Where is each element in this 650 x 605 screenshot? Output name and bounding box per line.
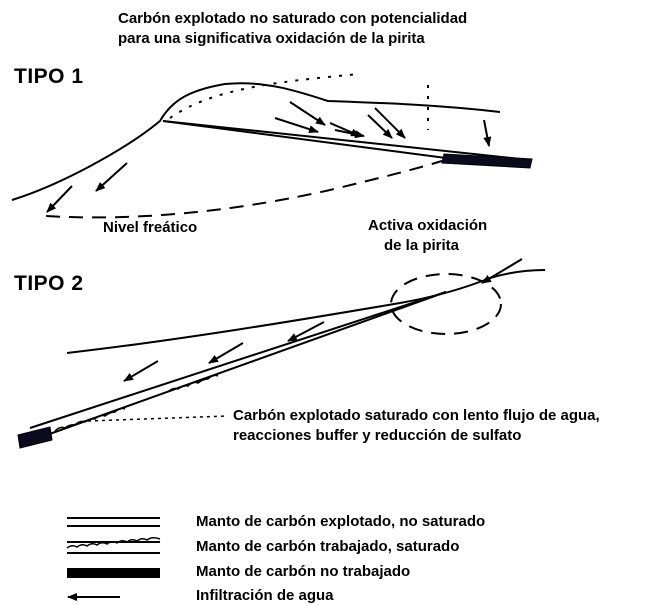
oxidation-label-line1: Activa oxidación — [368, 217, 488, 234]
type2-ground-surface — [66, 269, 546, 354]
type1-caption-line2: para una significativa oxidación de la p… — [118, 30, 425, 47]
legend-label-mined: Manto de carbón explotado, no saturado — [196, 513, 486, 530]
oxidation-label-line2: de la pirita — [384, 237, 460, 254]
infiltration-arrow — [289, 101, 326, 126]
legend-wavy-line-middle — [66, 536, 161, 549]
infiltration-arrow — [46, 185, 73, 213]
type1-mined-seam-bottom — [162, 120, 447, 159]
infiltration-arrow — [483, 119, 492, 147]
type2-caption-line2: reacciones buffer y reducción de sulfato — [233, 427, 522, 444]
infiltration-arrow — [287, 321, 325, 342]
infiltration-arrow — [274, 117, 319, 134]
type2-section — [29, 269, 546, 442]
legend-label-unmined: Manto de carbón no trabajado — [196, 563, 411, 580]
infiltration-arrow — [481, 258, 523, 284]
infiltration-arrow — [367, 114, 393, 139]
type2-mined-seam-top — [29, 291, 447, 429]
legend-solid-bar — [67, 568, 160, 578]
type1-ground-surface — [11, 82, 501, 201]
infiltration-arrow — [95, 162, 128, 192]
type2-label: TIPO 2 — [14, 272, 84, 295]
legend-symbols — [66, 517, 161, 601]
legend-label-worked: Manto de carbón trabajado, saturado — [196, 538, 460, 555]
type2-unmined-seam — [17, 426, 53, 449]
type2-infiltration-arrows — [123, 258, 523, 382]
type1-mined-seam-top — [162, 120, 531, 161]
type1-dotted-cave-line — [169, 73, 361, 119]
type1-unmined-seam — [441, 153, 533, 169]
water-table-label: Nivel freático — [103, 219, 198, 236]
type2-worked-seam-wavy — [54, 407, 126, 432]
type2-worked-seam-wavy — [167, 374, 219, 393]
legend-label-infiltration: Infiltración de agua — [196, 587, 334, 604]
infiltration-arrow — [374, 107, 406, 139]
type1-label: TIPO 1 — [14, 65, 84, 88]
infiltration-arrow — [334, 129, 365, 139]
oxidation-zone-ellipse — [390, 273, 502, 335]
infiltration-arrow — [208, 342, 244, 364]
type1-infiltration-arrows — [46, 101, 492, 213]
type1-water-table — [45, 159, 446, 219]
type2-caption-leader — [87, 415, 229, 422]
infiltration-arrow — [123, 360, 159, 382]
type1-caption-line1: Carbón explotado no saturado con potenci… — [118, 10, 468, 27]
type2-caption-line1: Carbón explotado saturado con lento fluj… — [233, 407, 600, 424]
type1-section — [11, 73, 531, 219]
